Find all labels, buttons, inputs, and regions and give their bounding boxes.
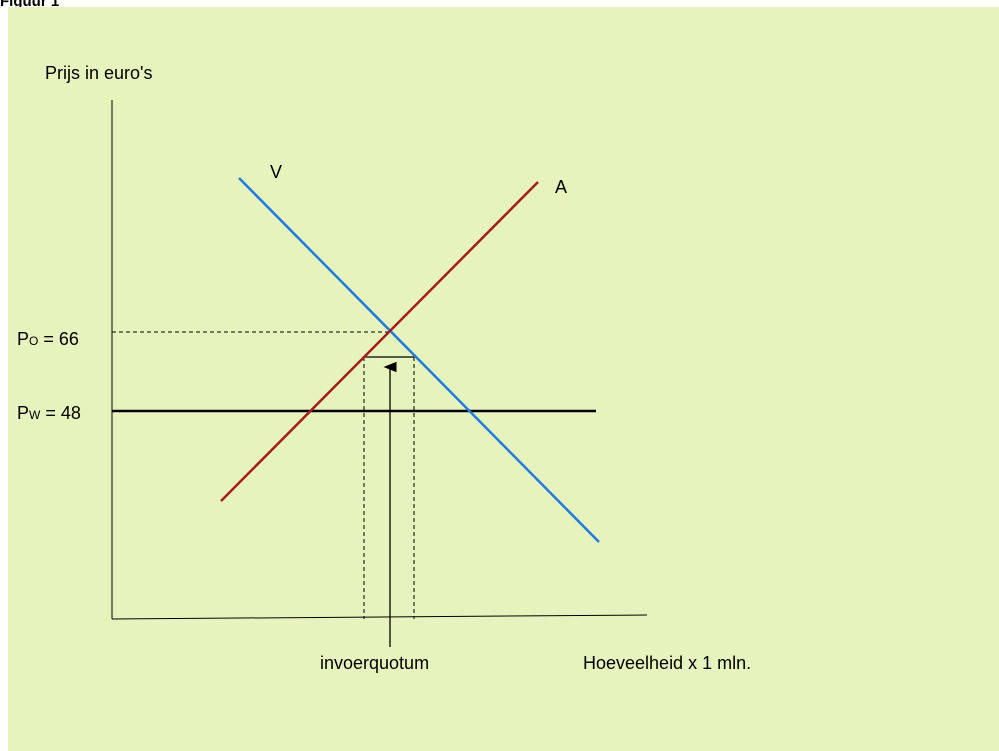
diagram-panel: Prijs in euro's Hoeveelheid x 1 mln. PO …: [8, 7, 999, 751]
curve-label-a: A: [555, 177, 567, 197]
curve-label-v: V: [270, 162, 282, 182]
price-label-po: PO = 66: [17, 329, 79, 349]
annotation-invoerquotum: invoerquotum: [320, 653, 429, 673]
demand-curve-v: [238, 177, 600, 543]
x-axis-label: Hoeveelheid x 1 mln.: [583, 653, 751, 673]
y-axis-label: Prijs in euro's: [45, 63, 152, 83]
supply-curve-a: [220, 181, 539, 502]
x-axis: [111, 614, 648, 620]
supply-demand-diagram: Prijs in euro's Hoeveelheid x 1 mln. PO …: [17, 63, 751, 673]
price-label-pw: PW = 48: [17, 403, 81, 423]
figure-header-title: Figuur 1: [0, 0, 60, 10]
